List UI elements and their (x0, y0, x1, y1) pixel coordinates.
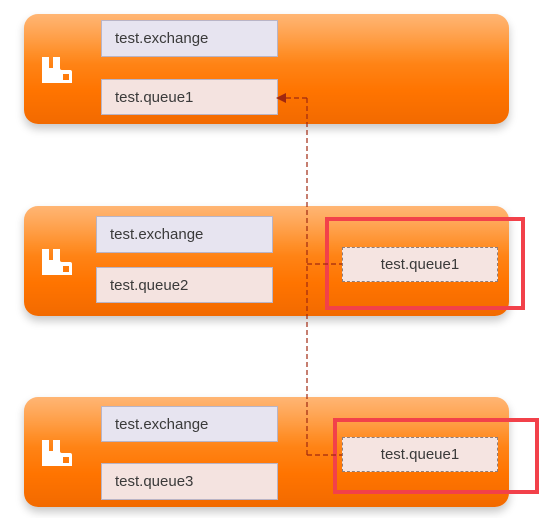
rabbitmq-icon (42, 249, 72, 275)
queue-box-3: test.queue3 (101, 463, 278, 500)
rabbitmq-icon (42, 440, 72, 466)
queue-label-1: test.queue1 (115, 88, 194, 106)
mirror-queue-label-3: test.queue1 (380, 446, 460, 463)
exchange-label-2: test.exchange (110, 226, 204, 243)
queue-box-2: test.queue2 (96, 267, 273, 303)
mirror-queue-box-2: test.queue1 (342, 247, 498, 282)
mirror-queue-box-3: test.queue1 (342, 437, 498, 472)
mirror-queue-label-2: test.queue1 (380, 256, 460, 273)
highlight-frame-3 (333, 418, 539, 494)
exchange-box-1: test.exchange (101, 20, 278, 57)
queue-label-3: test.queue3 (115, 473, 194, 490)
queue-box-1: test.queue1 (101, 79, 278, 115)
highlight-frame-2 (325, 217, 525, 310)
exchange-box-3: test.exchange (101, 406, 278, 442)
queue-label-2: test.queue2 (110, 276, 189, 294)
rabbitmq-icon (42, 57, 72, 83)
exchange-label-3: test.exchange (115, 415, 209, 433)
exchange-box-2: test.exchange (96, 216, 273, 253)
exchange-label-1: test.exchange (115, 30, 209, 47)
